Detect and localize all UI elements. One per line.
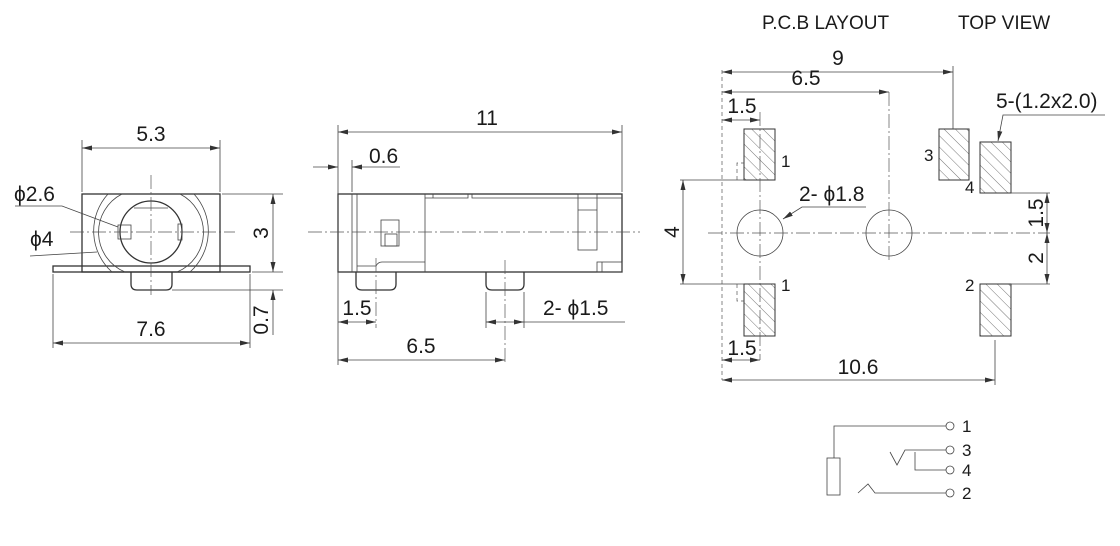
dim-width-bottom: 7.6 — [136, 318, 165, 341]
pcb-layout: P.C.B LAYOUT TOP VIEW 1 1 3 4 2 9 6.5 1.… — [661, 13, 1105, 385]
dim-pin-offset: 1.5 — [342, 297, 371, 320]
pad-3 — [938, 128, 970, 181]
pad-2 — [979, 283, 1012, 337]
dim-4: 4 — [661, 226, 684, 238]
dim-height: 3 — [250, 227, 273, 239]
note-inner-diameter: ϕ2.6 — [14, 183, 55, 206]
schematic-pin-1: 1 — [962, 417, 971, 436]
dim-10-6: 10.6 — [838, 356, 879, 379]
mounting-flange — [52, 265, 251, 273]
sleeve-contact — [826, 457, 841, 496]
terminal-4 — [945, 465, 955, 475]
front-pin — [130, 272, 173, 291]
top-view-title: TOP VIEW — [958, 13, 1050, 34]
schematic-pin-4: 4 — [962, 461, 971, 480]
dim-9: 9 — [832, 47, 844, 70]
pad-label-1-bottom: 1 — [781, 276, 790, 295]
schematic-pin-3: 3 — [962, 441, 971, 460]
dim-pin-height: 0.7 — [250, 305, 273, 334]
note-hole-diameter: 2- ϕ1.8 — [799, 183, 864, 206]
dim-2-right: 2 — [1025, 252, 1048, 264]
pad-label-1-top: 1 — [781, 152, 790, 171]
side-view: 11 0.6 1.5 2- ϕ1.5 6.5 — [308, 107, 640, 365]
note-pin-diameter: 2- ϕ1.5 — [543, 297, 608, 320]
middle-ring — [98, 193, 204, 273]
dim-pin-spacing: 6.5 — [406, 335, 435, 358]
outer-ring — [93, 193, 209, 273]
pads — [743, 128, 1012, 337]
schematic: 1 3 4 2 — [826, 417, 971, 503]
pcb-layout-title: P.C.B LAYOUT — [762, 13, 889, 34]
pad-4 — [979, 141, 1012, 194]
dim-width-top: 5.3 — [136, 123, 165, 146]
front-view: 5.3 3 0.7 7.6 ϕ2.6 ϕ4 — [14, 123, 283, 348]
note-pad-size: 5-(1.2x2.0) — [996, 90, 1098, 113]
terminal-1 — [945, 421, 955, 431]
dim-1-5-right: 1.5 — [1025, 198, 1048, 227]
note-outer-diameter: ϕ4 — [30, 228, 54, 251]
terminal-3 — [945, 445, 955, 455]
dim-1-5-top: 1.5 — [727, 95, 756, 118]
pad-label-2: 2 — [965, 276, 974, 295]
dim-front-offset: 0.6 — [369, 145, 398, 168]
schematic-pin-2: 2 — [962, 484, 971, 503]
dim-length: 11 — [476, 107, 498, 130]
dim-6-5: 6.5 — [791, 67, 820, 90]
dim-1-5-bottom: 1.5 — [727, 337, 756, 360]
pad-1-bottom — [743, 283, 776, 337]
pad-label-3: 3 — [924, 146, 933, 165]
terminal-2 — [945, 488, 955, 498]
pad-label-4: 4 — [965, 178, 974, 197]
pad-1-top — [743, 128, 776, 181]
